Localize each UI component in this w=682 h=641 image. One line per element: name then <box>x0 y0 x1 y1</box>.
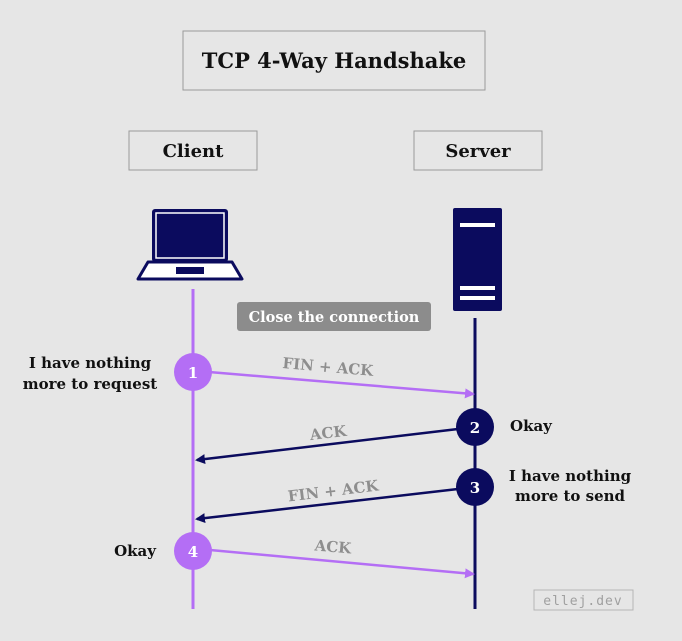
server-note-2: Okay <box>510 417 553 435</box>
client-note-4: Okay <box>114 542 157 560</box>
server-label: Server <box>445 141 511 162</box>
watermark: ellej.dev <box>533 589 634 611</box>
step-badge-1: 1 <box>174 353 212 391</box>
arrow-step-4 <box>209 548 475 579</box>
message-label-2: ACK <box>308 422 348 445</box>
client-note-1-line-2: more to request <box>23 375 158 393</box>
svg-text:2: 2 <box>470 419 480 437</box>
close-connection-banner: Close the connection <box>237 302 431 331</box>
step-badge-2: 2 <box>456 408 494 446</box>
arrow-step-1 <box>208 370 475 399</box>
server-note-3-line-1: I have nothing <box>509 467 632 485</box>
client-label: Client <box>163 141 225 162</box>
server-icon <box>453 208 502 311</box>
server-header: Server <box>413 130 543 171</box>
step-badge-3: 3 <box>456 468 494 506</box>
client-header: Client <box>128 130 258 171</box>
diagram-title: TCP 4-Way Handshake <box>202 48 467 73</box>
arrow-step-2 <box>195 427 459 465</box>
svg-text:3: 3 <box>470 479 480 497</box>
step-badge-4: 4 <box>174 532 212 570</box>
watermark-text: ellej.dev <box>543 594 622 609</box>
message-label-4: ACK <box>313 536 353 557</box>
svg-text:1: 1 <box>188 364 198 382</box>
svg-text:4: 4 <box>188 543 198 561</box>
message-label-3: FIN + ACK <box>287 476 380 505</box>
arrow-step-3 <box>195 487 459 524</box>
message-label-1: FIN + ACK <box>282 354 375 380</box>
banner-label: Close the connection <box>249 309 420 326</box>
laptop-icon <box>136 209 244 281</box>
title-box: TCP 4-Way Handshake <box>182 30 486 91</box>
client-note-1-line-1: I have nothing <box>29 354 152 372</box>
server-note-3-line-2: more to send <box>515 487 626 505</box>
